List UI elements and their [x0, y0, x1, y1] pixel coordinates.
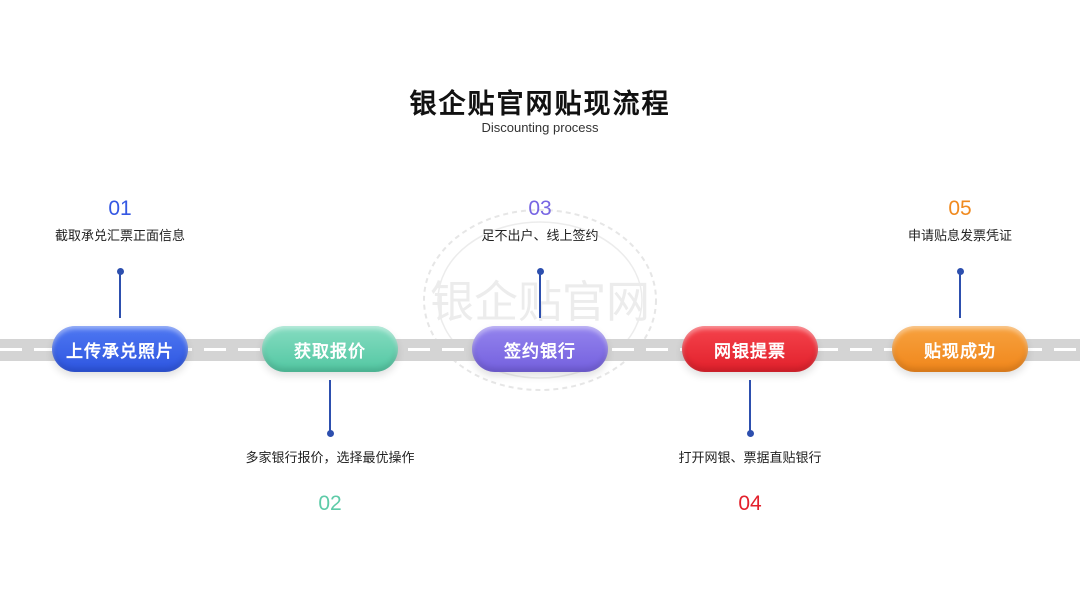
- step-5-description: 申请贴息发票凭证: [907, 229, 1012, 244]
- step-3-connector-dot: [536, 268, 544, 275]
- step-2-connector-dot: [326, 430, 334, 437]
- step-2-label: 获取报价: [294, 341, 366, 362]
- step-1-number: 01: [108, 197, 132, 220]
- step-3-connector: [539, 272, 541, 318]
- step-3-label: 签约银行: [504, 341, 576, 362]
- step-5-label: 贴现成功: [924, 341, 996, 362]
- step-4-pill[interactable]: 网银提票: [682, 326, 818, 372]
- step-5-connector: [959, 272, 961, 318]
- step-5-number: 05: [948, 197, 972, 220]
- step-4-label: 网银提票: [714, 341, 786, 362]
- step-4-description: 打开网银、票据直贴银行: [678, 451, 822, 466]
- step-2-pill[interactable]: 获取报价: [262, 326, 398, 372]
- step-1-description: 截取承兑汇票正面信息: [54, 229, 185, 244]
- step-4-connector-dot: [746, 430, 754, 437]
- step-1-pill[interactable]: 上传承兑照片: [52, 326, 188, 372]
- step-4-number: 04: [738, 492, 762, 515]
- step-2-number: 02: [318, 492, 342, 515]
- step-5-pill[interactable]: 贴现成功: [892, 326, 1028, 372]
- step-1-connector: [119, 272, 121, 318]
- step-2-description: 多家银行报价，选择最优操作: [245, 451, 415, 466]
- step-3-description: 足不出户、线上签约: [481, 229, 599, 244]
- page-title: 银企贴官网贴现流程: [409, 89, 671, 120]
- step-5-connector-dot: [956, 268, 964, 275]
- step-3-pill[interactable]: 签约银行: [472, 326, 608, 372]
- step-2-connector: [329, 380, 331, 432]
- step-4-connector: [749, 380, 751, 432]
- step-3-number: 03: [528, 197, 552, 220]
- page-subtitle: Discounting process: [481, 120, 599, 135]
- step-1-connector-dot: [116, 268, 124, 275]
- step-1-label: 上传承兑照片: [66, 341, 174, 362]
